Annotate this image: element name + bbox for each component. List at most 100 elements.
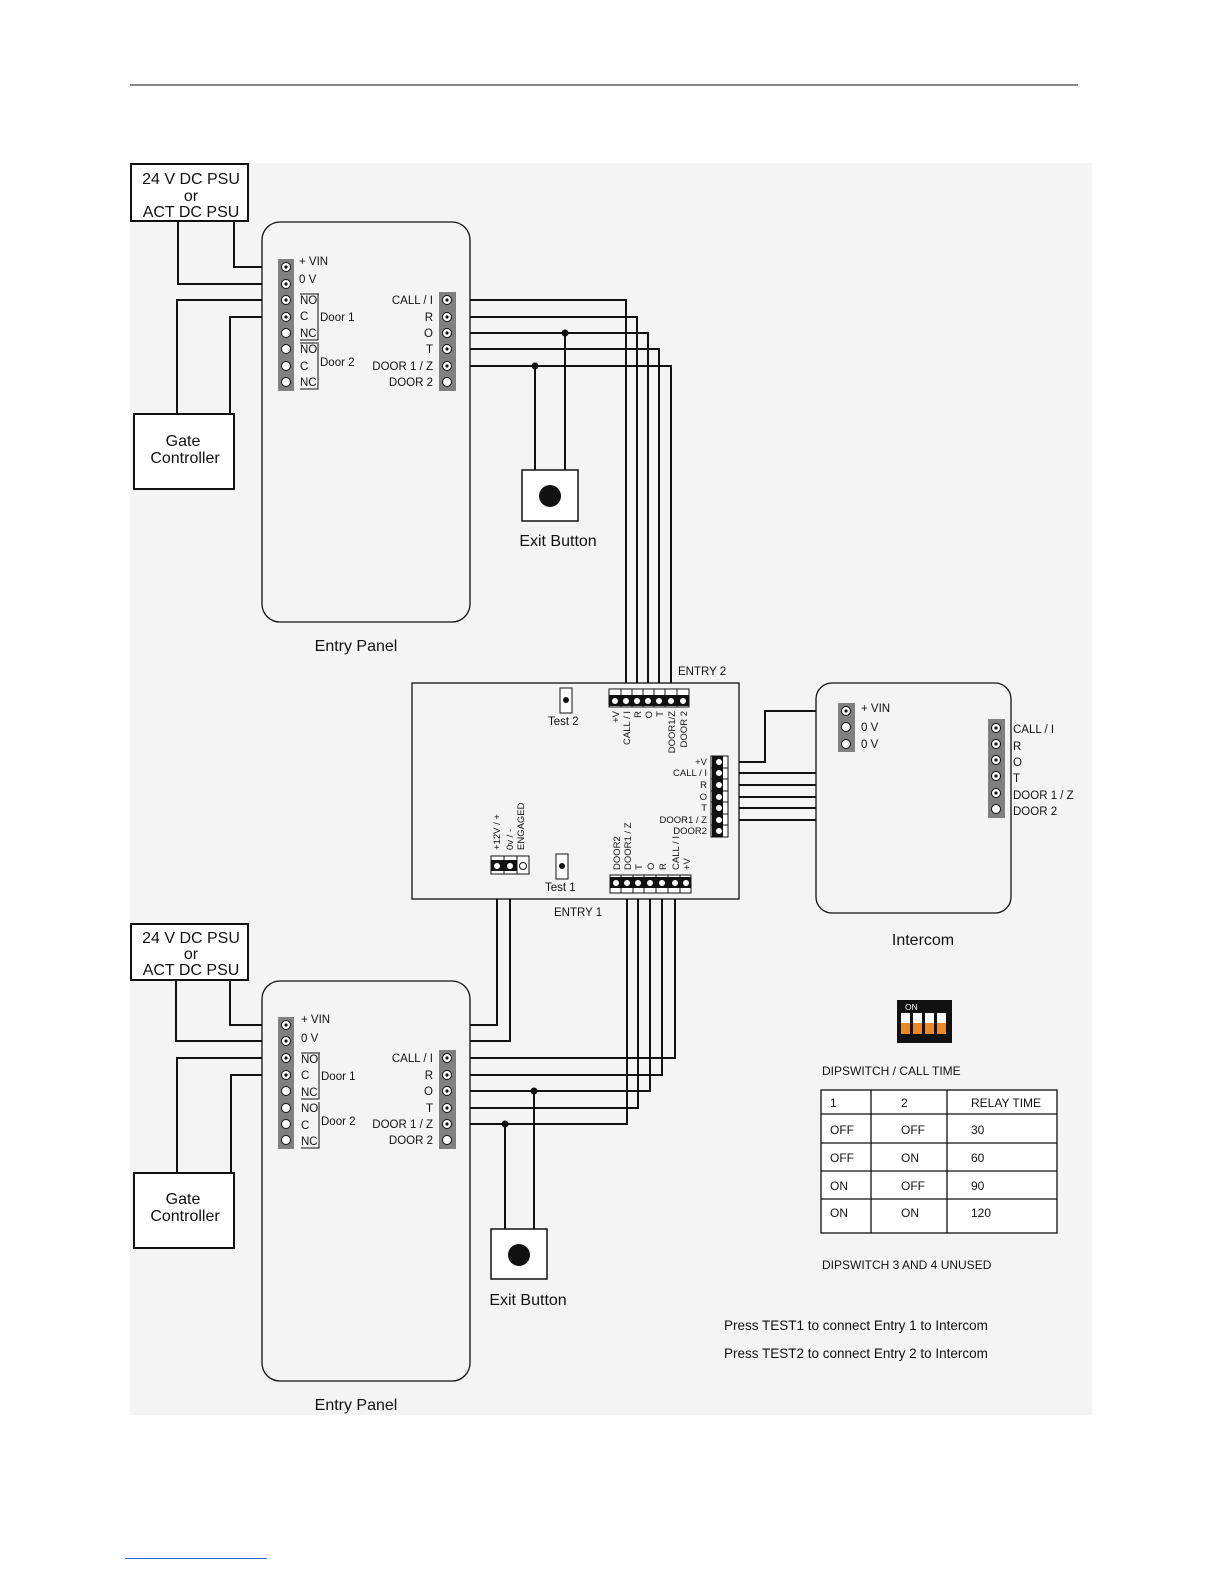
test2-label: Test 2: [548, 716, 579, 728]
intercom-strip-terminal-t: T: [701, 803, 707, 814]
entry2-terminal-t: T: [655, 711, 666, 717]
psu-bottom-line1: 24 V DC PSU: [142, 930, 240, 947]
entry1-terminal-o: O: [646, 863, 657, 870]
gate-bottom-line2: Controller: [150, 1208, 220, 1225]
entry-panel-top-terminal-0v: 0 V: [299, 274, 317, 286]
dipswitch-number-3: 3: [927, 1035, 932, 1044]
psu-bottom-line2: or: [184, 946, 199, 963]
entry-panel-bottom-left-terminal-block: [278, 1017, 294, 1149]
entry-panel-bottom-door2-label: Door 2: [321, 1116, 356, 1128]
gate-controller-top: Gate Controller: [133, 413, 235, 490]
entry-panel-top-terminal-no1: NO: [300, 295, 317, 307]
entry1-terminal-door1z: DOOR1 / Z: [623, 822, 634, 870]
entry-panel-bottom-terminal-nc1: NC: [301, 1087, 318, 1099]
dipswitch-note: DIPSWITCH 3 AND 4 UNUSED: [822, 1258, 992, 1272]
entry-panel-bottom-right-terminal-block: [439, 1050, 456, 1149]
dipswitch-table: 1 2 RELAY TIME OFF OFF 30 OFF ON 60 ON O…: [820, 1089, 1058, 1234]
psu-top-line1: 24 V DC PSU: [142, 171, 240, 188]
entry-panel-bottom-terminal-r: R: [425, 1070, 433, 1082]
dip-row2-col3: 60: [971, 1151, 985, 1165]
exit-button-bottom: Exit Button: [489, 1228, 567, 1309]
entry2-label: ENTRY 2: [678, 666, 726, 678]
entry2-terminal-door2: DOOR 2: [679, 711, 690, 747]
dip-header-2: 2: [901, 1096, 908, 1110]
intercom-terminal-strip: +V CALL / I R O T DOOR1 / Z DOOR2: [659, 755, 729, 838]
intercom-strip-terminal-r: R: [700, 780, 707, 791]
entry-panel-bottom-terminal-no1: NO: [301, 1054, 318, 1066]
entry-panel-top-terminal-c1: C: [300, 311, 308, 323]
dipswitch-number-4: 4: [939, 1035, 944, 1044]
intercom-terminal-door1z: DOOR 1 / Z: [1013, 790, 1074, 802]
gate-bottom-line1: Gate: [166, 1191, 201, 1208]
psu-top-line3: ACT DC PSU: [143, 204, 240, 221]
note-test1: Press TEST1 to connect Entry 1 to Interc…: [724, 1318, 988, 1333]
psu-bottom-line3: ACT DC PSU: [143, 962, 240, 979]
intercom-terminal-o: O: [1013, 757, 1022, 769]
entry2-terminal-call: CALL / I: [622, 711, 633, 745]
dipswitch-icon: ON 1 2 3 4: [897, 1000, 952, 1044]
exit-button-top-icon: [539, 485, 561, 507]
entry1-terminal-door2: DOOR2: [612, 836, 623, 870]
entry1-terminal-strip: DOOR2 DOOR1 / Z T O R CALL / I +V: [609, 822, 693, 894]
entry-panel-bottom-terminal-door2: DOOR 2: [389, 1135, 433, 1147]
entry2-terminal-strip: +V CALL / I R O T DOOR1/Z DOOR 2: [608, 688, 690, 753]
gate-top-line1: Gate: [166, 433, 201, 450]
entry-panel-bottom-terminal-call: CALL / I: [392, 1053, 433, 1065]
power-terminal-engaged: ENGAGED: [516, 802, 527, 850]
entry-panel-top-terminal-r: R: [425, 312, 433, 324]
entry2-terminal-v: +V: [611, 710, 622, 723]
dip-row4-col1: ON: [830, 1206, 848, 1220]
entry-panel-top-terminal-t: T: [426, 344, 433, 356]
dip-row1-col3: 30: [971, 1123, 985, 1137]
entry-panel-bottom-terminal-o: O: [424, 1086, 433, 1098]
entry-panel-bottom-terminal-c1: C: [301, 1070, 309, 1082]
entry-panel-bottom-terminal-t: T: [426, 1103, 433, 1115]
dip-row3-col1: ON: [830, 1179, 848, 1193]
note-test2: Press TEST2 to connect Entry 2 to Interc…: [724, 1346, 988, 1361]
dip-row3-col3: 90: [971, 1179, 985, 1193]
power-terminal-0v: 0v / -: [505, 829, 516, 850]
entry-panel-bottom: + VIN 0 V NO C NC NO C NC Door 1 Door 2: [261, 980, 471, 1414]
entry-panel-top: + VIN 0 V NO C NC NO C NC Door 1 Door 2: [261, 221, 471, 655]
intercom-strip-terminal-call: CALL / I: [673, 768, 707, 779]
footer-link-rule: [125, 1558, 267, 1559]
controller-board-body: [411, 682, 740, 900]
dipswitch-on-label: ON: [905, 1002, 918, 1012]
entry-panel-bottom-terminal-no2: NO: [301, 1103, 318, 1115]
test1-button-dot-icon: [559, 863, 565, 869]
entry-panel-bottom-terminal-nc2: NC: [301, 1136, 318, 1148]
entry-panel-top-terminal-no2: NO: [300, 344, 317, 356]
entry-panel-top-terminal-o: O: [424, 328, 433, 340]
dip-row1-col2: OFF: [901, 1123, 925, 1137]
entry-panel-top-terminal-nc2: NC: [300, 377, 317, 389]
entry-panel-bottom-terminal-door1z: DOOR 1 / Z: [372, 1119, 433, 1131]
intercom-body: [815, 682, 1012, 914]
psu-top: 24 V DC PSU or ACT DC PSU: [130, 163, 249, 222]
test1-label: Test 1: [545, 882, 576, 894]
psu-top-line2: or: [184, 188, 199, 205]
intercom: + VIN 0 V 0 V CALL / I R O T DOOR 1 / Z …: [815, 682, 1074, 949]
intercom-title: Intercom: [892, 932, 954, 949]
dipswitch-number-1: 1: [903, 1035, 908, 1044]
entry-panel-top-body: [261, 221, 471, 623]
entry2-terminal-door1z: DOOR1/Z: [667, 711, 678, 753]
exit-button-top-label: Exit Button: [519, 533, 596, 550]
exit-button-bottom-icon: [508, 1244, 530, 1266]
intercom-terminal-door2: DOOR 2: [1013, 806, 1057, 818]
entry1-terminal-t: T: [634, 864, 645, 870]
intercom-strip-terminal-door1z: DOOR1 / Z: [659, 815, 707, 826]
controller-board: ENTRY 2 ENTRY 1 Test 2 Test 1 +: [411, 666, 740, 919]
psu-bottom: 24 V DC PSU or ACT DC PSU: [130, 923, 249, 981]
dip-header-relay: RELAY TIME: [971, 1096, 1041, 1110]
intercom-terminal-call: CALL / I: [1013, 724, 1054, 736]
entry-panel-bottom-door1-label: Door 1: [321, 1071, 356, 1083]
dip-row1-col1: OFF: [830, 1123, 854, 1137]
entry-panel-top-terminal-door1z: DOOR 1 / Z: [372, 361, 433, 373]
dipswitch-title: DIPSWITCH / CALL TIME: [822, 1064, 961, 1078]
power-terminal-12v: +12V / +: [492, 814, 503, 850]
entry-panel-top-door1-label: Door 1: [320, 312, 355, 324]
exit-button-bottom-label: Exit Button: [489, 1292, 566, 1309]
entry1-label: ENTRY 1: [554, 907, 602, 919]
dip-row4-col2: ON: [901, 1206, 919, 1220]
entry-panel-bottom-terminal-c2: C: [301, 1120, 309, 1132]
